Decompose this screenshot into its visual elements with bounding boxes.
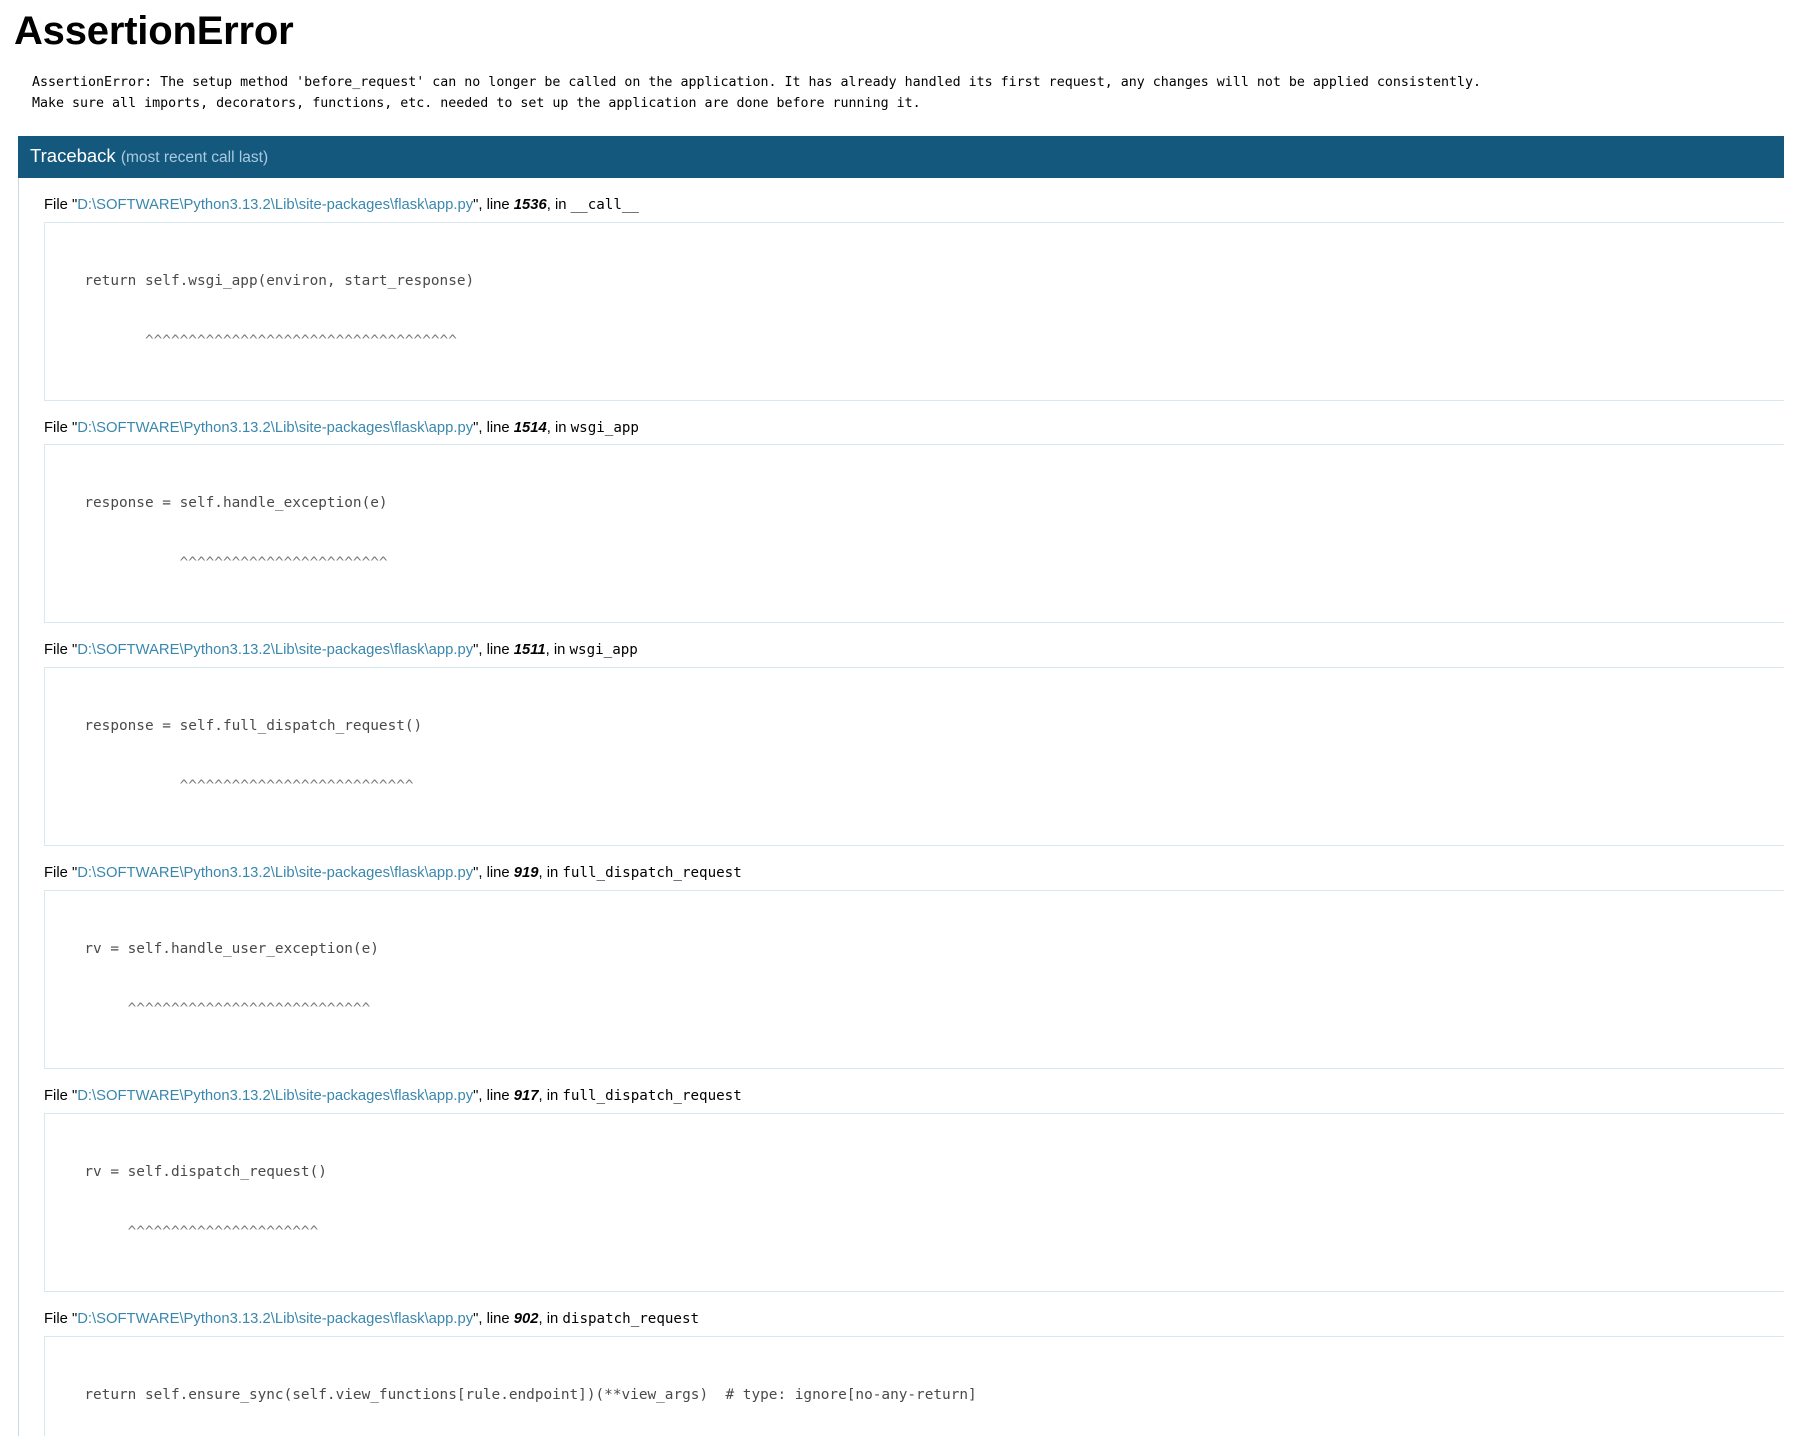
frame-header: File "D:\SOFTWARE\Python3.13.2\Lib\site-…: [44, 196, 639, 213]
page-title: AssertionError: [14, 9, 294, 53]
file-label: File: [44, 865, 68, 882]
in-label: in: [546, 865, 559, 882]
traceback-frame: File "D:\SOFTWARE\Python3.13.2\Lib\site-…: [19, 846, 1784, 1070]
frame-header: File "D:\SOFTWARE\Python3.13.2\Lib\site-…: [44, 642, 638, 659]
code-caret-markers: ^^^^^^^^^^^^^^^^^^^^^^^^^^^: [67, 778, 414, 795]
traceback-frame: File "D:\SOFTWARE\Python3.13.2\Lib\site-…: [19, 623, 1784, 847]
frame-code-block: response = self.full_dispatch_request() …: [44, 667, 1784, 847]
frame-function-name: __call__: [570, 196, 639, 213]
frame-file-link[interactable]: D:\SOFTWARE\Python3.13.2\Lib\site-packag…: [77, 419, 474, 436]
file-label: File: [44, 642, 68, 659]
in-label: in: [554, 196, 567, 213]
code-caret-markers: ^^^^^^^^^^^^^^^^^^^^^^^^^^^^: [67, 1001, 371, 1018]
in-label: in: [546, 1088, 559, 1105]
in-label: in: [546, 1311, 559, 1328]
frame-function-name: full_dispatch_request: [562, 865, 742, 882]
file-label: File: [44, 196, 68, 213]
frame-file-link[interactable]: D:\SOFTWARE\Python3.13.2\Lib\site-packag…: [77, 1311, 474, 1328]
code-source-line: rv = self.handle_user_exception(e): [67, 941, 379, 958]
frame-code-block: rv = self.dispatch_request() ^^^^^^^^^^^…: [44, 1113, 1784, 1293]
traceback-frame: File "D:\SOFTWARE\Python3.13.2\Lib\site-…: [19, 178, 1784, 401]
frame-line-number: 919: [513, 865, 539, 882]
frame-function-name: wsgi_app: [570, 419, 639, 436]
traceback-frame-list: File "D:\SOFTWARE\Python3.13.2\Lib\site-…: [19, 177, 1784, 1436]
traceback-subheading: (most recent call last): [120, 149, 269, 167]
frame-code-block: response = self.handle_exception(e) ^^^^…: [44, 444, 1784, 624]
in-label: in: [553, 642, 566, 659]
frame-function-name: dispatch_request: [562, 1311, 700, 1328]
code-source-line: rv = self.dispatch_request(): [67, 1164, 327, 1181]
file-label: File: [44, 419, 68, 436]
frame-line-number: 1536: [513, 196, 547, 213]
code-source-line: response = self.full_dispatch_request(): [67, 718, 423, 735]
code-source-line: return self.wsgi_app(environ, start_resp…: [67, 272, 475, 289]
code-source-line: response = self.handle_exception(e): [67, 495, 388, 512]
frame-function-name: wsgi_app: [569, 642, 638, 659]
code-caret-markers: ^^^^^^^^^^^^^^^^^^^^^^^^^^^^^^^^^^^^: [67, 332, 457, 349]
quote-close: ",: [473, 1088, 483, 1105]
frame-code-block: return self.wsgi_app(environ, start_resp…: [44, 221, 1784, 401]
frame-file-link[interactable]: D:\SOFTWARE\Python3.13.2\Lib\site-packag…: [77, 642, 474, 659]
code-source-line: return self.ensure_sync(self.view_functi…: [67, 1387, 977, 1404]
traceback-frame: File "D:\SOFTWARE\Python3.13.2\Lib\site-…: [19, 401, 1784, 624]
code-caret-markers: ^^^^^^^^^^^^^^^^^^^^^^^^: [67, 555, 388, 572]
file-label: File: [44, 1088, 68, 1105]
frame-header: File "D:\SOFTWARE\Python3.13.2\Lib\site-…: [44, 419, 639, 436]
code-caret-markers: ^^^^^^^^^^^^^^^^^^^^^^: [67, 1224, 319, 1241]
frame-file-link[interactable]: D:\SOFTWARE\Python3.13.2\Lib\site-packag…: [77, 865, 474, 882]
line-label: line: [486, 1088, 510, 1105]
frame-header: File "D:\SOFTWARE\Python3.13.2\Lib\site-…: [44, 865, 742, 882]
frame-code-block: rv = self.handle_user_exception(e) ^^^^^…: [44, 890, 1784, 1070]
quote-close: ",: [473, 865, 483, 882]
frame-line-number: 1511: [513, 642, 546, 659]
line-label: line: [486, 419, 510, 436]
traceback-heading: Traceback: [30, 145, 116, 167]
line-label: line: [486, 642, 510, 659]
quote-close: ",: [473, 1311, 483, 1328]
line-label: line: [486, 1311, 510, 1328]
quote-open: ": [71, 196, 78, 213]
frame-header: File "D:\SOFTWARE\Python3.13.2\Lib\site-…: [44, 1088, 742, 1105]
traceback-container: Traceback (most recent call last) File "…: [18, 136, 1784, 1436]
quote-close: ",: [473, 419, 483, 436]
quote-close: ",: [473, 196, 483, 213]
frame-file-link[interactable]: D:\SOFTWARE\Python3.13.2\Lib\site-packag…: [77, 196, 474, 213]
line-label: line: [486, 196, 510, 213]
frame-line-number: 902: [513, 1311, 539, 1328]
traceback-header: Traceback (most recent call last): [18, 136, 1784, 178]
file-label: File: [44, 1311, 68, 1328]
error-message: AssertionError: The setup method 'before…: [32, 75, 1481, 112]
frame-line-number: 1514: [513, 419, 547, 436]
quote-open: ": [71, 419, 78, 436]
in-label: in: [554, 419, 567, 436]
frame-header: File "D:\SOFTWARE\Python3.13.2\Lib\site-…: [44, 1311, 700, 1328]
frame-file-link[interactable]: D:\SOFTWARE\Python3.13.2\Lib\site-packag…: [77, 1088, 474, 1105]
line-label: line: [486, 865, 510, 882]
frame-code-block: return self.ensure_sync(self.view_functi…: [44, 1336, 1784, 1436]
quote-open: ": [71, 642, 78, 659]
traceback-frame: File "D:\SOFTWARE\Python3.13.2\Lib\site-…: [19, 1069, 1784, 1293]
quote-close: ",: [473, 642, 483, 659]
frame-function-name: full_dispatch_request: [562, 1088, 742, 1105]
frame-line-number: 917: [513, 1088, 539, 1105]
traceback-frame: File "D:\SOFTWARE\Python3.13.2\Lib\site-…: [19, 1292, 1784, 1436]
